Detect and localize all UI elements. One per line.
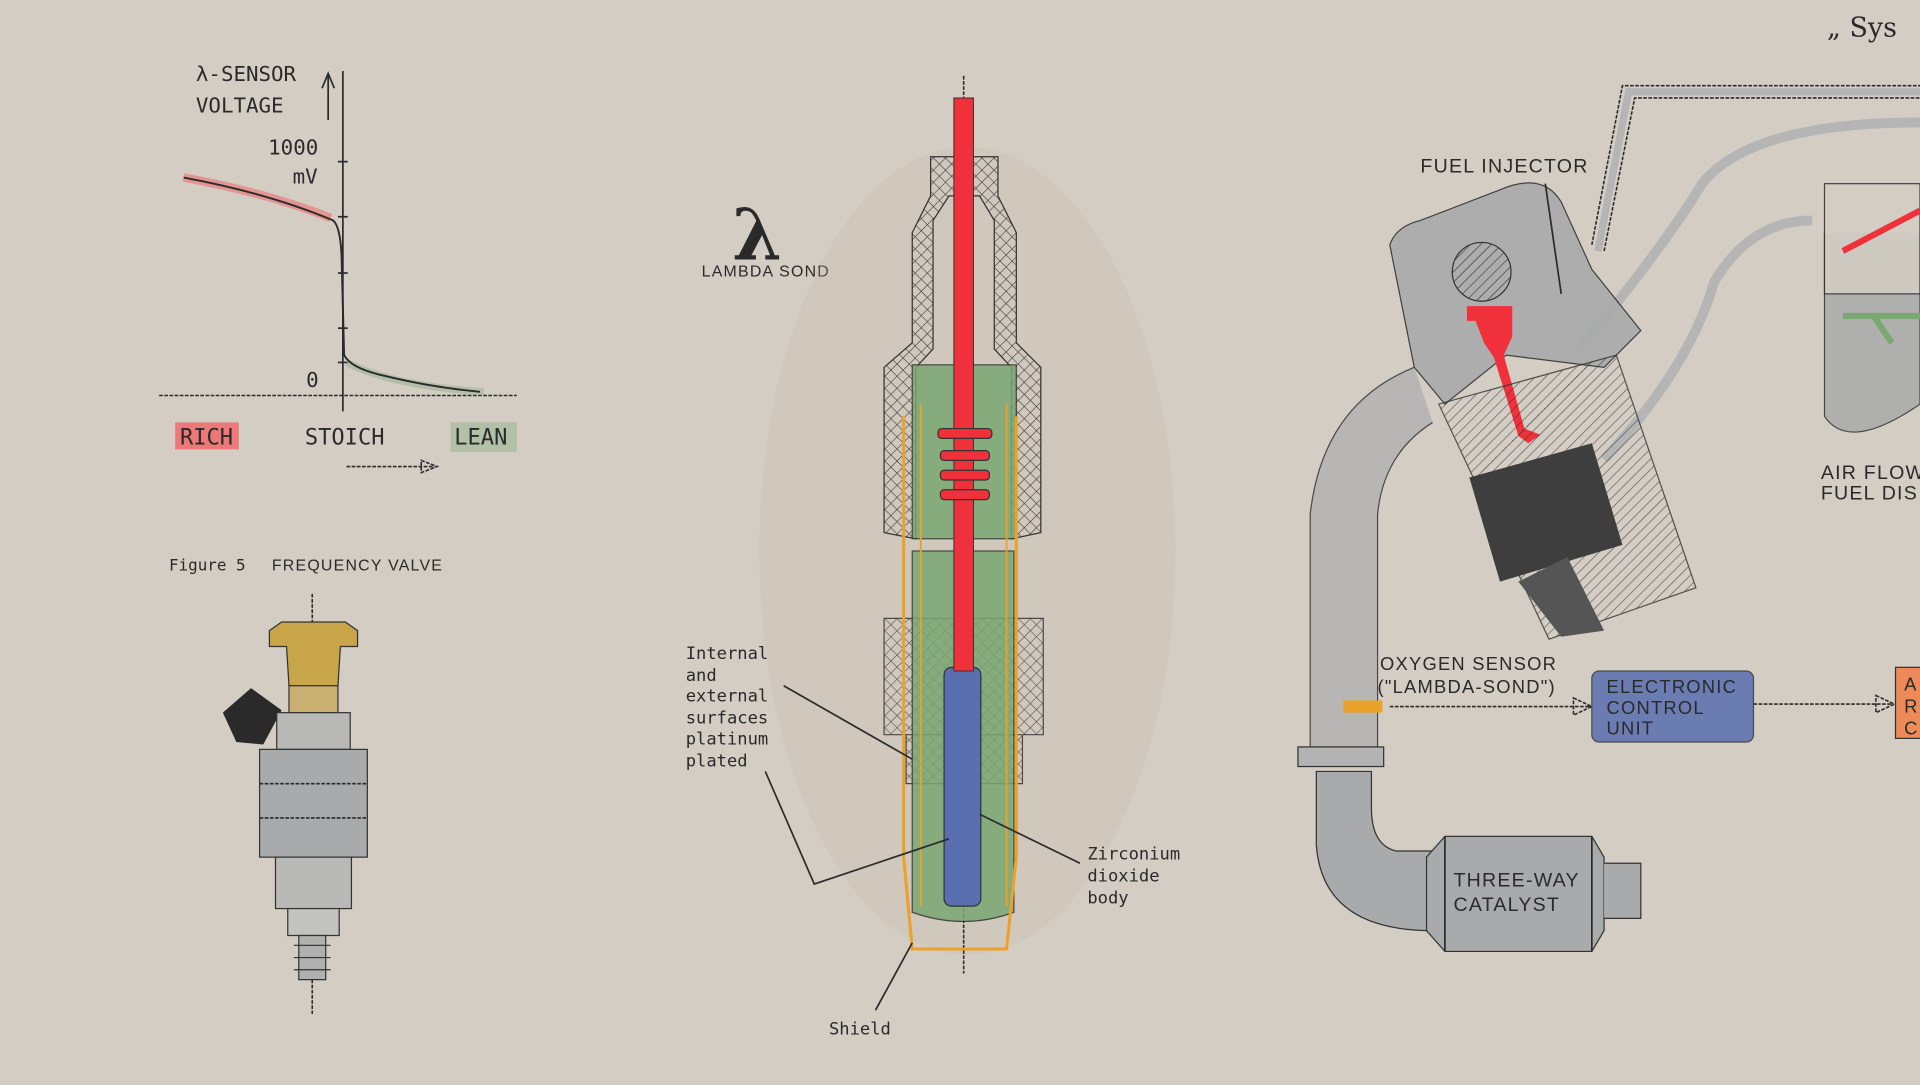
callout-platinum-line6: plated xyxy=(686,752,748,772)
valve-connector-knob xyxy=(222,688,282,745)
air-flow-label-line2: FUEL DIS xyxy=(1821,483,1918,505)
fuel-injector-label: FUEL INJECTOR xyxy=(1420,156,1588,178)
ecu-line1: ELECTRONIC xyxy=(1607,676,1738,697)
lambda-symbol: λ xyxy=(732,193,782,277)
callout-platinum-line5: platinum xyxy=(686,729,768,749)
lean-highlight xyxy=(450,422,517,452)
actuator-box: A R C xyxy=(1894,666,1920,739)
graph-ylabel-line2: VOLTAGE xyxy=(196,94,284,118)
callout-zirconium-leader xyxy=(979,813,1081,865)
catalyst-line1: THREE-WAY xyxy=(1453,870,1579,892)
oxygen-sensor-label-line1: OXYGEN SENSOR xyxy=(1380,653,1557,674)
zirconium-core xyxy=(943,666,982,907)
actuator-line2: R xyxy=(1904,696,1918,717)
frequency-valve-figure: Figure 5 FREQUENCY VALVE xyxy=(169,556,443,1014)
callout-platinum-line1: Internal xyxy=(686,644,768,664)
oxygen-sensor-cross-section: Internal and external surfaces platinum … xyxy=(686,75,1180,1040)
air-flow-meter: AIR FLOW FUEL DIS xyxy=(1821,183,1920,505)
air-flow-label-line1: AIR FLOW xyxy=(1821,462,1920,484)
shield-outline xyxy=(902,416,1018,951)
oxygen-sensor-label-line2: ("LAMBDA-SOND") xyxy=(1378,676,1556,697)
label-stoich: STOICH xyxy=(305,425,385,450)
ecu-box: ELECTRONIC CONTROL UNIT xyxy=(1591,670,1755,743)
electrode-rod xyxy=(953,97,974,672)
callout-platinum-leaders xyxy=(764,684,950,886)
tick-zero: 0 xyxy=(306,368,319,392)
catalyst-line2: CATALYST xyxy=(1453,894,1560,916)
intake-manifold xyxy=(1389,182,1642,405)
figure5-number: Figure 5 xyxy=(169,556,246,575)
lambda-sond-label: LAMBDA SOND xyxy=(702,264,830,281)
injector-valve-red xyxy=(1466,306,1541,444)
oxygen-sensor-marker xyxy=(1343,700,1383,713)
callout-zirconium-line3: body xyxy=(1087,889,1128,909)
valve-brass-cap xyxy=(268,621,359,687)
callout-shield-leader xyxy=(874,942,913,1011)
ecu-line2: CONTROL xyxy=(1607,697,1705,718)
lean-direction-arrow-icon xyxy=(346,459,440,474)
figure5-title: FREQUENCY VALVE xyxy=(272,558,443,575)
lambda-sond-logo: λ LAMBDA SOND xyxy=(702,193,830,281)
callout-zirconium-line2: dioxide xyxy=(1087,867,1159,887)
callout-zirconium-line1: Zirconium xyxy=(1087,845,1180,865)
sensor-upper-housing xyxy=(883,156,1042,540)
spring-coils xyxy=(937,427,993,501)
label-lean: LEAN xyxy=(454,425,507,450)
valve-nozzle xyxy=(293,934,331,981)
tick-1000: 1000 xyxy=(268,135,318,159)
lambda-voltage-graph: λ-SENSOR VOLTAGE 1000 mV 0 RICH STOICH L… xyxy=(159,62,517,474)
rich-highlight xyxy=(175,422,239,450)
ecu-to-actuator-arrow-icon xyxy=(1753,694,1897,714)
engine-system-diagram: „ Sys FUEL INJECTOR OXYGEN SENSOR ("LAMB… xyxy=(1297,13,1920,953)
graph-ylabel-line1: λ-SENSOR xyxy=(196,62,297,86)
actuator-line3: C xyxy=(1904,718,1918,739)
ecu-line3: UNIT xyxy=(1607,718,1655,739)
label-rich: RICH xyxy=(180,425,233,450)
sensor-to-ecu-arrow-icon xyxy=(1389,696,1594,717)
piston xyxy=(1469,443,1623,582)
callout-shield: Shield xyxy=(829,1020,891,1040)
callout-platinum-line4: surfaces xyxy=(686,709,768,729)
y-axis-arrow-icon xyxy=(321,71,336,120)
corner-title: „ Sys xyxy=(1827,13,1897,44)
callout-platinum-line2: and xyxy=(686,666,717,686)
valve-body xyxy=(258,748,368,858)
exhaust-pipe xyxy=(1309,366,1433,748)
actuator-line1: A xyxy=(1904,674,1917,695)
callout-platinum-line3: external xyxy=(686,687,768,707)
sensor-voltage-curve xyxy=(183,176,481,393)
three-way-catalyst: THREE-WAY CATALYST xyxy=(1425,835,1642,953)
lean-curve-highlight xyxy=(344,359,484,396)
tick-unit: mV xyxy=(293,165,318,189)
